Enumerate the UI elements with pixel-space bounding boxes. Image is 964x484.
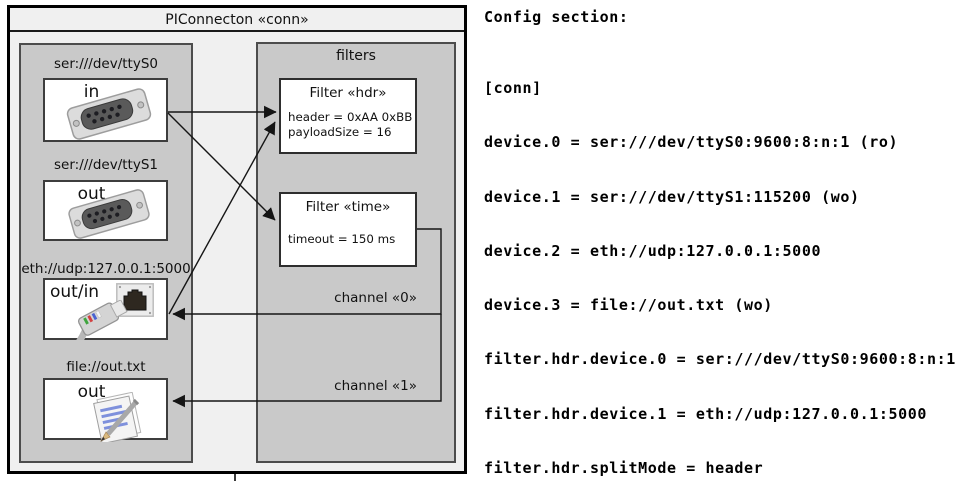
config-line: device.3 = file://out.txt (wo) bbox=[484, 296, 773, 315]
serial-connector-icon bbox=[66, 88, 152, 140]
config-line: filter.hdr.device.0 = ser:///dev/ttyS0:9… bbox=[484, 350, 956, 369]
notepad-icon bbox=[93, 392, 142, 442]
filter-time-box: Filter «time» timeout = 150 ms bbox=[279, 192, 417, 267]
device-direction: out bbox=[77, 382, 106, 402]
filter-hdr-box: Filter «hdr» header = 0xAA 0xBB payloadS… bbox=[279, 78, 417, 154]
ethernet-cable-icon bbox=[68, 300, 128, 340]
config-line: device.1 = ser:///dev/ttyS1:115200 (wo) bbox=[484, 187, 860, 206]
config-section-title: Config section: bbox=[484, 8, 629, 26]
device-box-ttyS1: out bbox=[43, 180, 168, 241]
channel-1-label: channel «1» bbox=[334, 378, 417, 394]
config-line: [conn] bbox=[484, 79, 542, 97]
serial-connector-icon bbox=[68, 189, 150, 239]
channel-0-label: channel «0» bbox=[334, 290, 417, 306]
filter-hdr-title: Filter «hdr» bbox=[309, 85, 387, 101]
device-label-file: file://out.txt bbox=[66, 359, 146, 375]
config-line: filter.hdr.device.1 = eth://udp:127.0.0.… bbox=[484, 404, 928, 423]
device-label-ttyS1: ser:///dev/ttyS1 bbox=[54, 157, 158, 173]
device-direction: out bbox=[77, 184, 106, 204]
filter-attribute: header = 0xAA 0xBB bbox=[288, 110, 413, 124]
config-line: device.2 = eth://udp:127.0.0.1:5000 bbox=[484, 241, 822, 260]
device-box-file: out bbox=[43, 378, 168, 442]
filter-attribute: timeout = 150 ms bbox=[288, 232, 396, 246]
device-box-ttyS0: in bbox=[43, 78, 168, 142]
bottom-tick bbox=[234, 474, 236, 481]
filter-attribute: payloadSize = 16 bbox=[288, 125, 392, 139]
diagram-title: PIConnecton «conn» bbox=[10, 8, 464, 32]
device-label-ttyS0: ser:///dev/ttyS0 bbox=[54, 56, 158, 72]
device-direction: out/in bbox=[50, 282, 100, 302]
config-line: device.0 = ser:///dev/ttyS0:9600:8:n:1 (… bbox=[484, 133, 899, 152]
device-label-eth: eth://udp:127.0.0.1:5000 bbox=[21, 261, 191, 277]
config-section-body: [conn] device.0 = ser:///dev/ttyS0:9600:… bbox=[484, 43, 964, 484]
config-line: filter.hdr.splitMode = header bbox=[484, 459, 764, 478]
filters-panel-title: filters bbox=[336, 48, 376, 64]
device-direction: in bbox=[83, 82, 100, 102]
filter-time-title: Filter «time» bbox=[305, 199, 391, 215]
device-box-eth: out/in bbox=[43, 278, 168, 340]
